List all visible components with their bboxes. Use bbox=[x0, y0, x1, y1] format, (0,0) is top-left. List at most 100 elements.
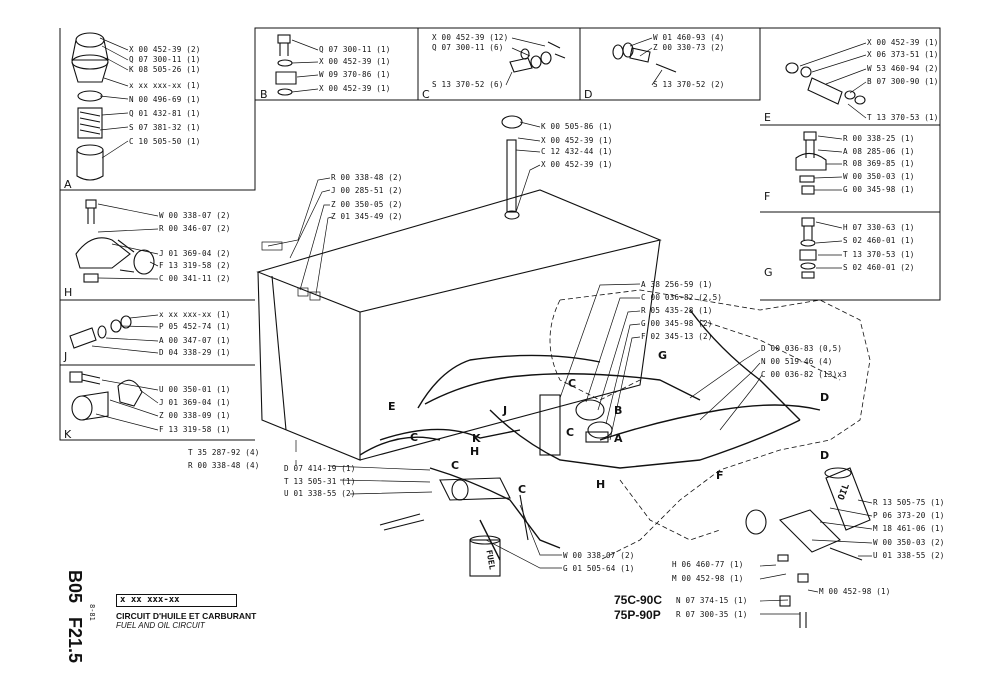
panel-d-leaders bbox=[629, 37, 663, 86]
callout-c: C bbox=[566, 426, 575, 439]
part-label: F 13 319-58 (2) bbox=[159, 261, 231, 270]
panel-e-leaders bbox=[799, 42, 867, 119]
panel-a-letter: A bbox=[64, 178, 72, 191]
panel-g-letter: G bbox=[764, 266, 773, 279]
part-label: N 00 519-46 (4) bbox=[761, 357, 833, 366]
part-label: R 00 338-25 (1) bbox=[843, 134, 915, 143]
part-label: U 01 338-55 (2) bbox=[873, 551, 945, 560]
part-label: X 00 452-39 (12) bbox=[432, 33, 509, 42]
fuel-filter-drawing bbox=[379, 477, 529, 577]
part-label: S 07 381-32 (1) bbox=[129, 123, 201, 132]
panel-h-drawing bbox=[75, 199, 155, 283]
part-label: M 18 461-06 (1) bbox=[873, 524, 945, 533]
tank-drawing bbox=[256, 115, 662, 461]
panel-b-letter: B bbox=[260, 88, 268, 101]
callout-h: H bbox=[596, 478, 606, 491]
part-label: D 00 036-83 (0,5) bbox=[761, 344, 843, 353]
part-label: T 13 370-53 (1) bbox=[867, 113, 939, 122]
callout-c: C bbox=[451, 459, 460, 472]
part-label: X 00 452-39 (1) bbox=[867, 38, 939, 47]
part-label: Q 07 300-11 (1) bbox=[319, 45, 391, 54]
part-label: A 08 285-06 (1) bbox=[843, 147, 915, 156]
part-label: P 05 452-74 (1) bbox=[159, 322, 231, 331]
part-label: H 06 460-77 (1) bbox=[672, 560, 744, 569]
part-label: R 08 369-85 (1) bbox=[843, 159, 915, 168]
title-english: FUEL AND OIL CIRCUIT bbox=[116, 621, 205, 630]
panel-k-letter: K bbox=[64, 428, 72, 441]
callout-b: B bbox=[614, 404, 623, 417]
part-label: C 12 432-44 (1) bbox=[541, 147, 613, 156]
part-label: H 07 330-63 (1) bbox=[843, 223, 915, 232]
part-label: S 13 370-52 (2) bbox=[653, 80, 725, 89]
panel-k-drawing bbox=[69, 371, 143, 421]
reference-box: x xx xxx-xx bbox=[116, 594, 237, 607]
part-label: A 38 256-59 (1) bbox=[641, 280, 713, 289]
part-label: J 01 369-04 (1) bbox=[159, 398, 231, 407]
part-label: R 00 346-07 (2) bbox=[159, 224, 231, 233]
part-label: T 35 287-92 (4) bbox=[188, 448, 260, 457]
panel-frames bbox=[59, 27, 941, 441]
callout-a: A bbox=[614, 432, 623, 445]
part-label: C 00 036-82 (13)x3 bbox=[761, 370, 847, 379]
panel-b-leaders bbox=[291, 39, 319, 93]
part-label: W 00 338-07 (2) bbox=[563, 551, 635, 560]
oil-filter-drawing bbox=[745, 467, 871, 628]
part-label: R 00 338-48 (4) bbox=[188, 461, 260, 470]
part-label: X 00 452-39 (1) bbox=[319, 84, 391, 93]
part-label: G 01 505-64 (1) bbox=[563, 564, 635, 573]
drawing-code-sub: F21.5 bbox=[65, 617, 85, 664]
model-label: 75P-90P bbox=[614, 608, 661, 622]
model-label: 75C-90C bbox=[614, 593, 663, 607]
panel-j-letter: J bbox=[64, 350, 68, 363]
part-label: G 00 345-98 (2) bbox=[641, 319, 713, 328]
part-label: U 00 350-01 (1) bbox=[159, 385, 231, 394]
part-label: D 04 338-29 (1) bbox=[159, 348, 231, 357]
callout-c: C bbox=[410, 431, 419, 444]
part-label: R 05 435-28 (1) bbox=[641, 306, 713, 315]
tank-top-leaders bbox=[515, 121, 541, 213]
main-leaders bbox=[295, 283, 763, 569]
part-label: W 01 460-93 (4) bbox=[653, 33, 725, 42]
part-label: C 10 505-50 (1) bbox=[129, 137, 201, 146]
part-label: M 00 452-98 (1) bbox=[672, 574, 744, 583]
drawing-code-main: B05 bbox=[65, 570, 85, 604]
part-label: K 08 505-26 (1) bbox=[129, 65, 201, 74]
part-label: S 02 460-01 (1) bbox=[843, 236, 915, 245]
part-label: G 00 345-98 (1) bbox=[843, 185, 915, 194]
callout-d: D bbox=[820, 449, 830, 462]
panel-a-leaders bbox=[99, 37, 129, 159]
callout-c: C bbox=[518, 483, 527, 496]
part-label: R 13 505-75 (1) bbox=[873, 498, 945, 507]
part-label: Z 00 338-09 (1) bbox=[159, 411, 231, 420]
part-label: W 09 370-86 (1) bbox=[319, 70, 391, 79]
panel-j-leaders bbox=[91, 314, 159, 354]
part-label: x xx xxx-xx (1) bbox=[129, 81, 201, 90]
part-label: X 00 452-39 (1) bbox=[541, 136, 613, 145]
panel-c-drawing bbox=[509, 41, 566, 73]
panel-f-drawing bbox=[795, 131, 827, 195]
part-label: W 00 350-03 (1) bbox=[843, 172, 915, 181]
panel-c-letter: C bbox=[422, 88, 430, 101]
panel-e-letter: E bbox=[764, 111, 771, 124]
panel-e-drawing bbox=[785, 62, 866, 105]
panel-f-leaders bbox=[813, 135, 843, 191]
part-label: R 00 338-48 (2) bbox=[331, 173, 403, 182]
drawing-date: 8-81 bbox=[88, 604, 96, 621]
part-label: W 53 460-94 (2) bbox=[867, 64, 939, 73]
part-label: Z 00 330-73 (2) bbox=[653, 43, 725, 52]
panel-d-letter: D bbox=[584, 88, 593, 101]
part-label: N 07 374-15 (1) bbox=[676, 596, 748, 605]
part-label: R 07 300-35 (1) bbox=[676, 610, 748, 619]
callout-j: J bbox=[503, 404, 508, 417]
panel-f-letter: F bbox=[764, 190, 771, 203]
drawing-code: B05F21.5 bbox=[64, 570, 85, 677]
callout-e: E bbox=[388, 400, 396, 413]
part-label: X 00 452-39 (1) bbox=[319, 57, 391, 66]
part-label: W 00 350-03 (2) bbox=[873, 538, 945, 547]
tank-left-leaders bbox=[261, 177, 333, 301]
part-label: A 00 347-07 (1) bbox=[159, 336, 231, 345]
part-label: F 13 319-58 (1) bbox=[159, 425, 231, 434]
pipes-drawing bbox=[359, 309, 821, 561]
part-label: Q 07 300-11 (6) bbox=[432, 43, 504, 52]
